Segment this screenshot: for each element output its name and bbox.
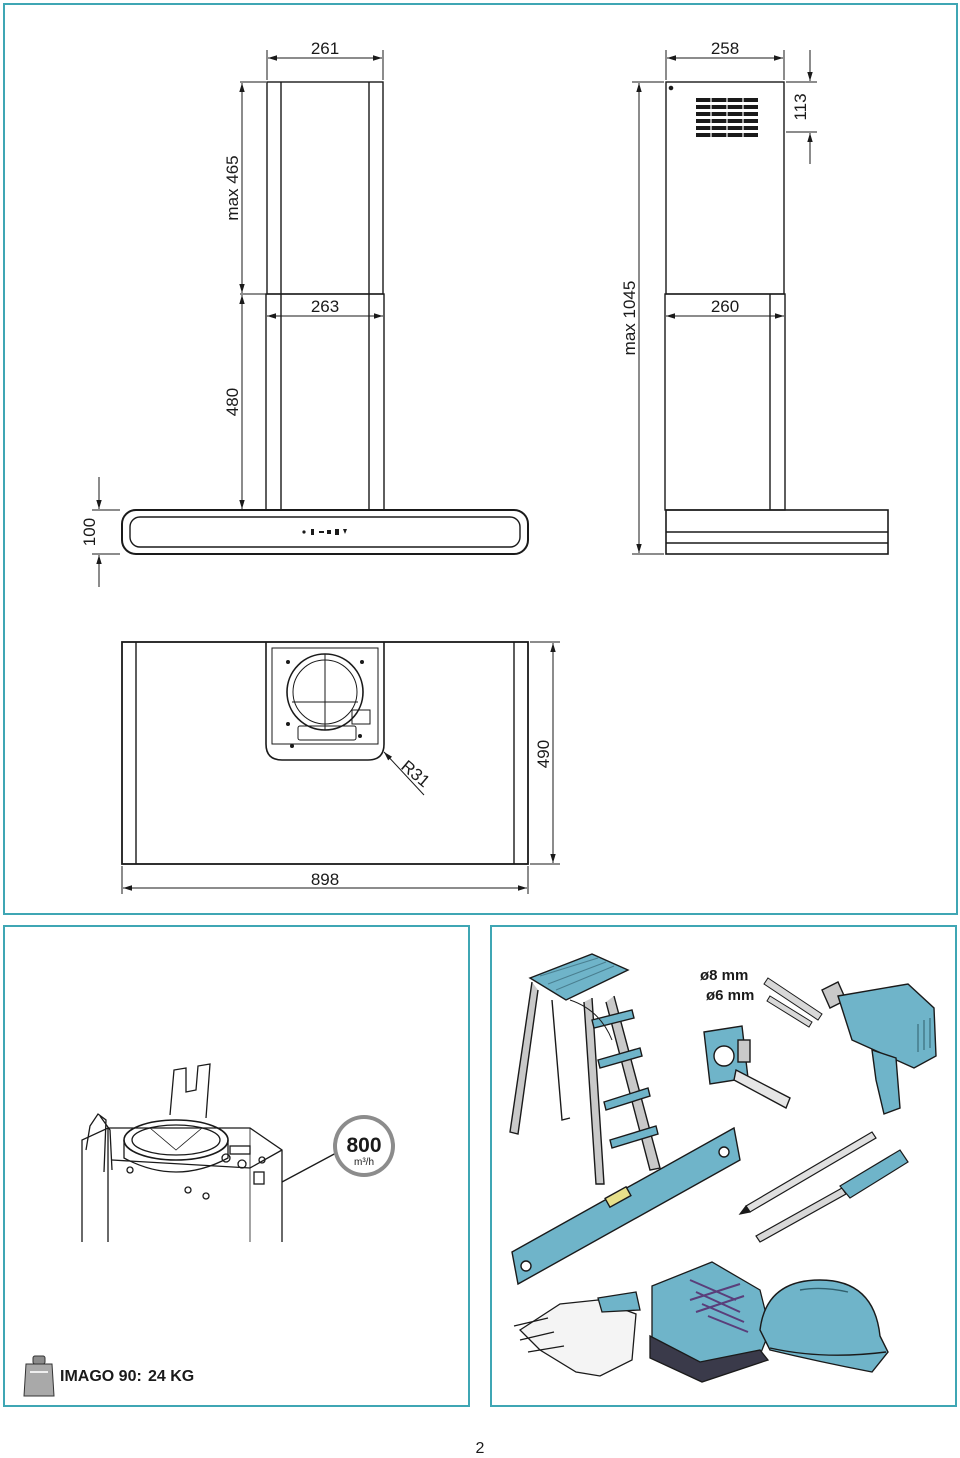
- dim-261: 261: [311, 39, 339, 58]
- motor-airflow-panel: 800 m³/h IMAGO 90: 24 KG: [3, 925, 470, 1407]
- drill-bit-8mm: ø8 mm: [700, 967, 748, 984]
- spirit-level-icon: [511, 1126, 741, 1286]
- weight-value: 24 KG: [148, 1368, 194, 1385]
- side-view: [632, 50, 889, 555]
- dim-r31: R31: [397, 757, 433, 792]
- drill-bit-6mm: ø6 mm: [706, 987, 754, 1004]
- dim-260: 260: [711, 297, 739, 316]
- control-buttons: [302, 529, 347, 535]
- airflow-unit: m³/h: [354, 1157, 374, 1168]
- airflow-badge: 800 m³/h: [333, 1115, 395, 1177]
- tools-illustration: ø8 mm ø6 mm: [509, 953, 937, 1383]
- dim-263: 263: [311, 297, 339, 316]
- gloves-icon: [513, 1291, 641, 1377]
- dimension-drawing: 261 263 max 465 480 100: [80, 39, 889, 894]
- top-view: [121, 641, 560, 894]
- hard-hat-icon: [759, 1279, 889, 1373]
- dim-max-1045: max 1045: [620, 281, 639, 356]
- airflow-value: 800: [346, 1134, 381, 1157]
- page-number: 2: [475, 1440, 485, 1457]
- drill-bits-icon: [763, 977, 823, 1028]
- tools-required-panel: ø8 mm ø6 mm: [490, 925, 957, 1407]
- dim-max-465: max 465: [223, 155, 242, 220]
- weight-icon: [23, 1355, 55, 1397]
- dim-113: 113: [791, 93, 810, 120]
- drill-icon: [821, 981, 937, 1115]
- ladder-icon: [509, 953, 661, 1185]
- safety-boot-icon: [649, 1261, 771, 1383]
- weight-model-label: IMAGO 90:: [60, 1368, 142, 1385]
- dimension-drawings-panel: 261 263 max 465 480 100: [3, 3, 958, 915]
- motor-illustration: 800 m³/h IMAGO 90: 24 KG: [23, 1063, 395, 1397]
- tape-measure-icon: [703, 1025, 791, 1109]
- front-view: [92, 50, 529, 587]
- dim-490: 490: [534, 740, 553, 768]
- dim-100: 100: [80, 518, 99, 546]
- screwdriver-icon: [755, 1149, 909, 1243]
- dim-480: 480: [223, 388, 242, 416]
- dim-898: 898: [311, 870, 339, 889]
- pencil-icon: [738, 1131, 877, 1215]
- dim-258: 258: [711, 39, 739, 58]
- motor-unit: [81, 1063, 339, 1242]
